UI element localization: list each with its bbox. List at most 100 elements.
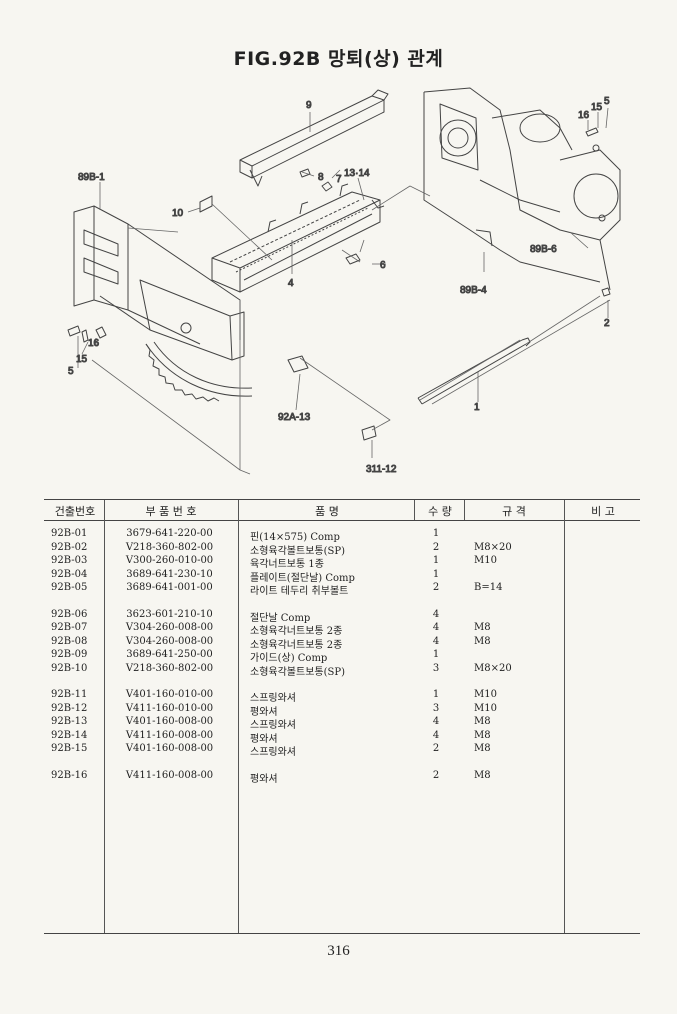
serrated-blade: [145, 341, 253, 402]
row-part-no: 3689-641-230-10: [126, 568, 213, 580]
row-part-name: 라이트 테두리 취부볼트: [250, 586, 349, 597]
row-part-no: V218-360-802-00: [125, 662, 214, 674]
row-part-name: 평와셔: [250, 733, 278, 745]
row-qty: 2: [432, 582, 440, 593]
row-qty: 2: [432, 769, 440, 781]
callout-16-top: 16: [578, 110, 590, 121]
callout-1: 1: [474, 402, 480, 413]
column-divider: [464, 500, 465, 520]
row-qty: 4: [432, 622, 440, 633]
row-spec: M8: [474, 729, 491, 741]
row-qty: 1: [432, 689, 440, 700]
row-part-name: 육각너트보통 1종: [250, 559, 324, 570]
row-spec: M8: [474, 635, 491, 647]
row-part-name: 절단날 Comp: [250, 612, 311, 624]
part-89b-1-frame: [73, 205, 241, 345]
fasteners: [67, 127, 611, 441]
row-ref-no: 92B-15: [51, 743, 88, 754]
row-spec: M10: [474, 555, 497, 566]
header-qty: 수 량: [428, 505, 452, 518]
row-ref-no: 92B-10: [51, 662, 88, 674]
row-spec: M8: [474, 622, 491, 633]
row-part-no: 3679-641-220-00: [126, 528, 213, 539]
row-qty: 2: [432, 541, 440, 553]
part-4-plate: [211, 183, 385, 293]
row-part-no: V411-160-008-00: [125, 729, 214, 741]
figure-title: FIG.92B 망퇴(상) 관계: [233, 48, 444, 70]
callout-7: 7: [336, 174, 342, 185]
row-part-name: 소형육각볼트보통(SP): [250, 545, 345, 557]
callout-6: 6: [380, 260, 386, 271]
row-part-name: 스프링와셔: [250, 720, 296, 731]
header-spec: 규 격: [502, 505, 526, 518]
row-part-no: 3689-641-001-00: [126, 582, 213, 593]
row-ref-no: 92B-12: [51, 702, 88, 714]
callout-89b-1: 89B-1: [78, 172, 105, 183]
callout-16-left: 16: [88, 338, 100, 349]
row-qty: 1: [432, 649, 440, 660]
row-ref-no: 92B-14: [51, 729, 88, 741]
header-ref-no: 건출번호: [54, 505, 96, 518]
page-number: 316: [327, 943, 350, 959]
row-qty: 4: [432, 608, 440, 620]
column-divider: [564, 500, 565, 933]
row-part-name: 스프링와셔: [250, 747, 296, 758]
row-part-no: V411-160-008-00: [125, 769, 214, 781]
row-part-name: 평와셔: [250, 706, 278, 718]
row-spec: M10: [474, 702, 497, 714]
callout-4: 4: [288, 278, 294, 289]
part-9-guide: [239, 89, 389, 187]
row-qty: 1: [432, 528, 440, 539]
row-ref-no: 92B-13: [51, 716, 88, 727]
row-spec: M8×20: [474, 541, 512, 553]
row-spec: M8: [474, 743, 491, 754]
row-part-no: 3623-601-210-10: [126, 608, 213, 620]
row-ref-no: 92B-01: [51, 528, 88, 539]
right-housing: [423, 87, 621, 291]
row-spec: M8: [474, 716, 491, 727]
callout-2: 2: [604, 318, 610, 329]
row-part-name: 가이드(상) Comp: [250, 653, 328, 664]
row-spec: M8: [474, 769, 491, 781]
row-part-name: 핀(14×575) Comp: [250, 532, 340, 543]
callout-89b-4: 89B-4: [460, 285, 487, 296]
header-part-no: 부 품 번 호: [145, 505, 197, 518]
row-part-name: 소형육각너트보통 2종: [250, 626, 343, 637]
row-ref-no: 92B-08: [51, 635, 88, 647]
row-spec: M10: [474, 689, 497, 700]
callout-92a-13: 92A-13: [278, 412, 311, 423]
column-divider: [238, 500, 239, 933]
row-ref-no: 92B-09: [51, 649, 88, 660]
callout-89b-6: 89B-6: [530, 244, 557, 255]
row-ref-no: 92B-05: [51, 582, 88, 593]
callout-5-top: 5: [604, 96, 610, 107]
row-spec: M8×20: [474, 662, 512, 674]
row-part-no: V411-160-010-00: [125, 702, 214, 714]
row-qty: 4: [432, 729, 440, 741]
table-row: 92B-01 3679-641-220-00 핀(14×575) Comp 1: [44, 528, 640, 543]
group-spacer: [44, 676, 640, 689]
row-qty: 3: [432, 662, 440, 674]
row-ref-no: 92B-16: [51, 769, 88, 781]
callout-311-12: 311-12: [366, 464, 397, 475]
parts-table: 건출번호 부 품 번 호 품 명 수 량 규 격 비 고 92B-01 3679-…: [44, 499, 640, 934]
table-header: 건출번호 부 품 번 호 품 명 수 량 규 격 비 고: [44, 500, 640, 521]
table-row: 92B-14 V411-160-008-00 평와셔 4 M8: [44, 729, 640, 745]
column-divider: [104, 500, 105, 933]
row-part-no: V304-260-008-00: [125, 635, 214, 647]
part-1-pin: [417, 337, 531, 405]
row-part-name: 소형육각너트보통 2종: [250, 639, 343, 651]
row-part-no: V300-260-010-00: [125, 555, 214, 566]
